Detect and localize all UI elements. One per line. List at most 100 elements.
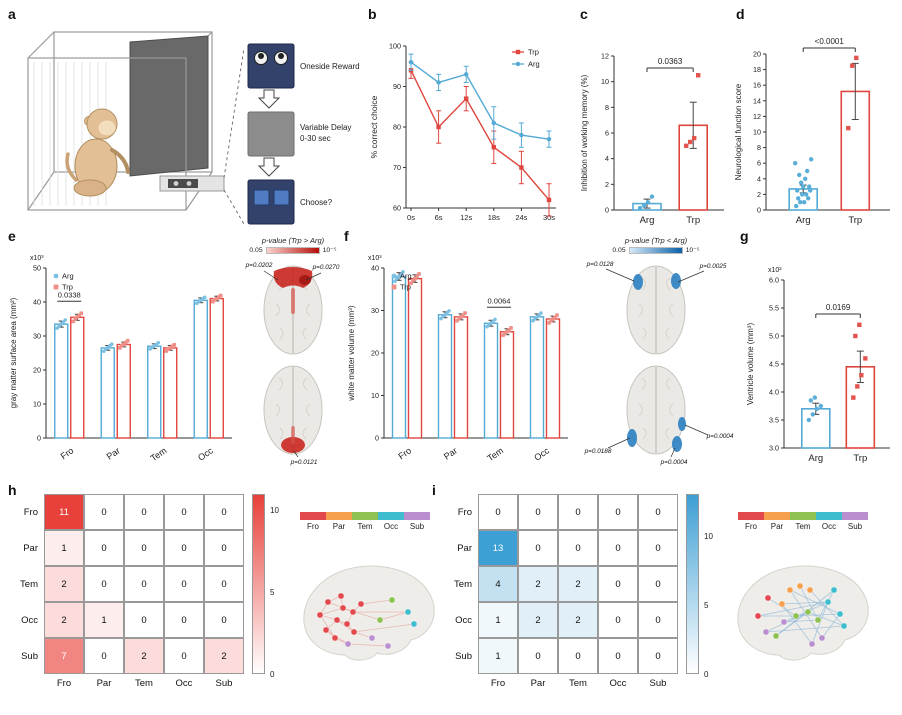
data-point [216,295,221,299]
network-edge [781,603,813,645]
data-point [854,55,859,61]
heatmap-cell: 2 [558,602,598,638]
svg-text:30: 30 [33,332,41,341]
cage-front [27,57,187,211]
svg-text:0.0169: 0.0169 [826,303,851,312]
annotation-line [305,272,322,281]
region-color-swatch [352,512,378,520]
data-point [461,313,465,317]
brain-silhouette [303,565,435,661]
data-point [212,298,217,302]
heatmap-cell: 0 [638,602,678,638]
data-point [391,284,397,290]
heatmap-col-label: Fro [56,678,72,689]
data-point [519,165,524,170]
svg-text:18: 18 [753,65,761,74]
data-point [214,296,219,301]
region-legend-item: Par [764,512,790,531]
network-edge [811,601,829,645]
heatmap-cell: 0 [204,494,244,530]
pvalue-colorbar-red [265,246,320,254]
svg-text:12: 12 [753,112,761,121]
region-legend-label: Par [332,522,346,531]
region-legend-item: Tem [790,512,816,531]
heatmap-cell: 2 [44,566,84,602]
heatmap-row-label: Par [23,542,38,554]
data-point [166,347,171,352]
data-point [411,278,415,283]
network-edge [342,607,381,621]
data-point [455,318,459,323]
panel-f-colorbar-min: 0.05 [612,246,626,254]
data-point [553,315,557,320]
heatmap-cell: 0 [558,638,598,674]
network-node [804,608,812,616]
annotation-line [263,270,279,281]
svg-text:30s: 30s [543,213,555,222]
tray-well [173,181,179,186]
data-point [692,135,697,141]
svg-text:6: 6 [605,129,609,138]
heatmap-cell: 13 [478,530,518,566]
svg-text:Occ: Occ [196,445,215,463]
network-edge [809,589,845,627]
data-point [79,311,84,316]
data-point [409,281,413,286]
heatmap-row-label: Occ [21,614,38,626]
pvalue-annotation: p=0.0121 [290,459,318,466]
data-point [519,132,524,138]
data-point [491,145,496,150]
svg-text:10: 10 [753,128,761,137]
region-legend-item: Par [326,512,352,531]
svg-text:Arg: Arg [62,272,74,281]
data-point [123,340,128,345]
heatmap-cell: 0 [164,602,204,638]
svg-text:0: 0 [605,206,609,215]
data-point [121,342,126,346]
network-edge [783,619,819,623]
data-point [399,272,403,277]
panel-f-brain-maps: p-value (Trp < Arg) 0.05 10⁻⁵ p=0.0128 p… [576,236,736,466]
heatmap-row-label: Sub [455,650,472,662]
annotation-line [670,447,676,458]
heatmap-cell: 0 [638,530,678,566]
task-step-delay [247,111,295,157]
svg-text:10: 10 [33,400,41,409]
network-node [388,596,396,604]
down-arrow-icon [257,89,281,109]
data-point [509,326,513,330]
region-legend-item: Tem [352,512,378,531]
bar [100,347,115,439]
heatmap-cell: 0 [598,530,638,566]
step-label-choose: Choose? [300,198,333,207]
heatmap-cell: 2 [558,566,598,602]
heatmap-cell: 0 [84,566,124,602]
heatmap-cell: 0 [638,638,678,674]
data-point [63,318,68,322]
pvalue-annotation: p=0.0004 [660,459,688,466]
heatmap-cell: 0 [84,530,124,566]
frontal-significant-cluster-red [273,267,313,314]
bar [529,316,545,439]
heatmap-cell: 0 [204,566,244,602]
data-point [863,356,868,361]
panel-h-brain-network [303,565,435,661]
data-point [857,322,862,327]
region-legend-item: Fro [300,512,326,531]
heatmap-col-label: Occ [175,678,193,689]
pvalue-annotation: p=0.0004 [706,433,734,440]
data-point [218,293,223,298]
network-node [836,610,844,618]
svg-text:Tem: Tem [149,445,169,463]
pvalue-annotation: p=0.0188 [584,448,612,455]
svg-text:4: 4 [757,174,761,183]
panel-label-i: i [432,482,436,498]
heatmap-cell: 2 [204,638,244,674]
data-point [401,270,405,274]
pvalue-colorbar-blue [628,246,683,254]
heatmap-col-label: Fro [490,678,506,689]
zoom-line [223,47,245,179]
data-point [799,180,804,185]
